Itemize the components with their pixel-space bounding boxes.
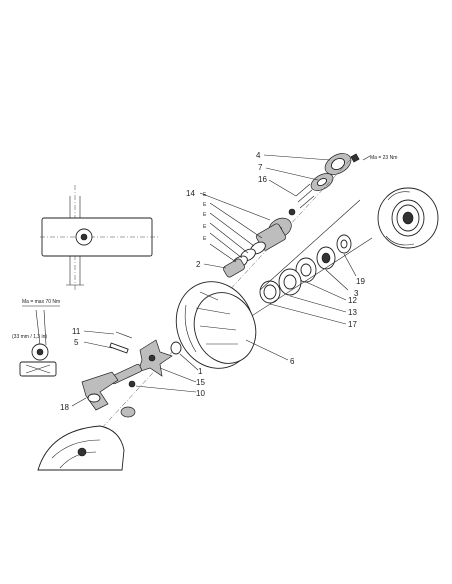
part-label-10: 10 (196, 389, 205, 398)
part-label-12: 12 (348, 296, 357, 305)
e-label: E (203, 224, 207, 230)
cap-nut-group: Ma = 23 Nm (310, 153, 397, 191)
part-labels: 4 7 16 14 2 19 3 12 13 17 6 11 5 1 15 10… (60, 151, 365, 412)
bearing-series (259, 234, 352, 304)
part-label-1: 1 (198, 367, 203, 376)
part-label-13: 13 (348, 308, 357, 317)
part-label-7: 7 (258, 163, 263, 172)
shaft-detail (40, 185, 160, 290)
e-label: E (203, 236, 207, 242)
leader-lines (71, 154, 357, 407)
part-label-2: 2 (196, 260, 201, 269)
e-label: E (203, 212, 207, 218)
e-label: E (203, 202, 207, 208)
wrench-detail: Ma = max 70 Nm (33 mm / 1,3 in) (12, 299, 60, 377)
torque-label-top: Ma = 23 Nm (370, 155, 397, 161)
part-label-5: 5 (74, 338, 79, 347)
base-housing (37, 425, 125, 471)
part-label-17: 17 (348, 320, 357, 329)
part-label-14: 14 (186, 189, 195, 198)
part-label-11: 11 (72, 327, 81, 336)
part-label-16: 16 (258, 175, 267, 184)
dimension-label: (33 mm / 1,3 in) (12, 334, 47, 340)
part-label-6: 6 (290, 357, 295, 366)
e-label: E (203, 192, 207, 198)
torque-label-left: Ma = max 70 Nm (22, 299, 60, 305)
zoom-callout (229, 187, 439, 331)
drum-housing (175, 281, 257, 369)
o-ring (170, 341, 182, 355)
impeller-group (109, 331, 173, 418)
part-label-18: 18 (60, 403, 69, 412)
lever-handle (81, 371, 119, 411)
part-label-4: 4 (256, 151, 261, 160)
part-label-3: 3 (354, 289, 359, 298)
part-label-19: 19 (356, 277, 365, 286)
part-label-15: 15 (196, 378, 205, 387)
e-labels: E E E E E (203, 192, 207, 242)
